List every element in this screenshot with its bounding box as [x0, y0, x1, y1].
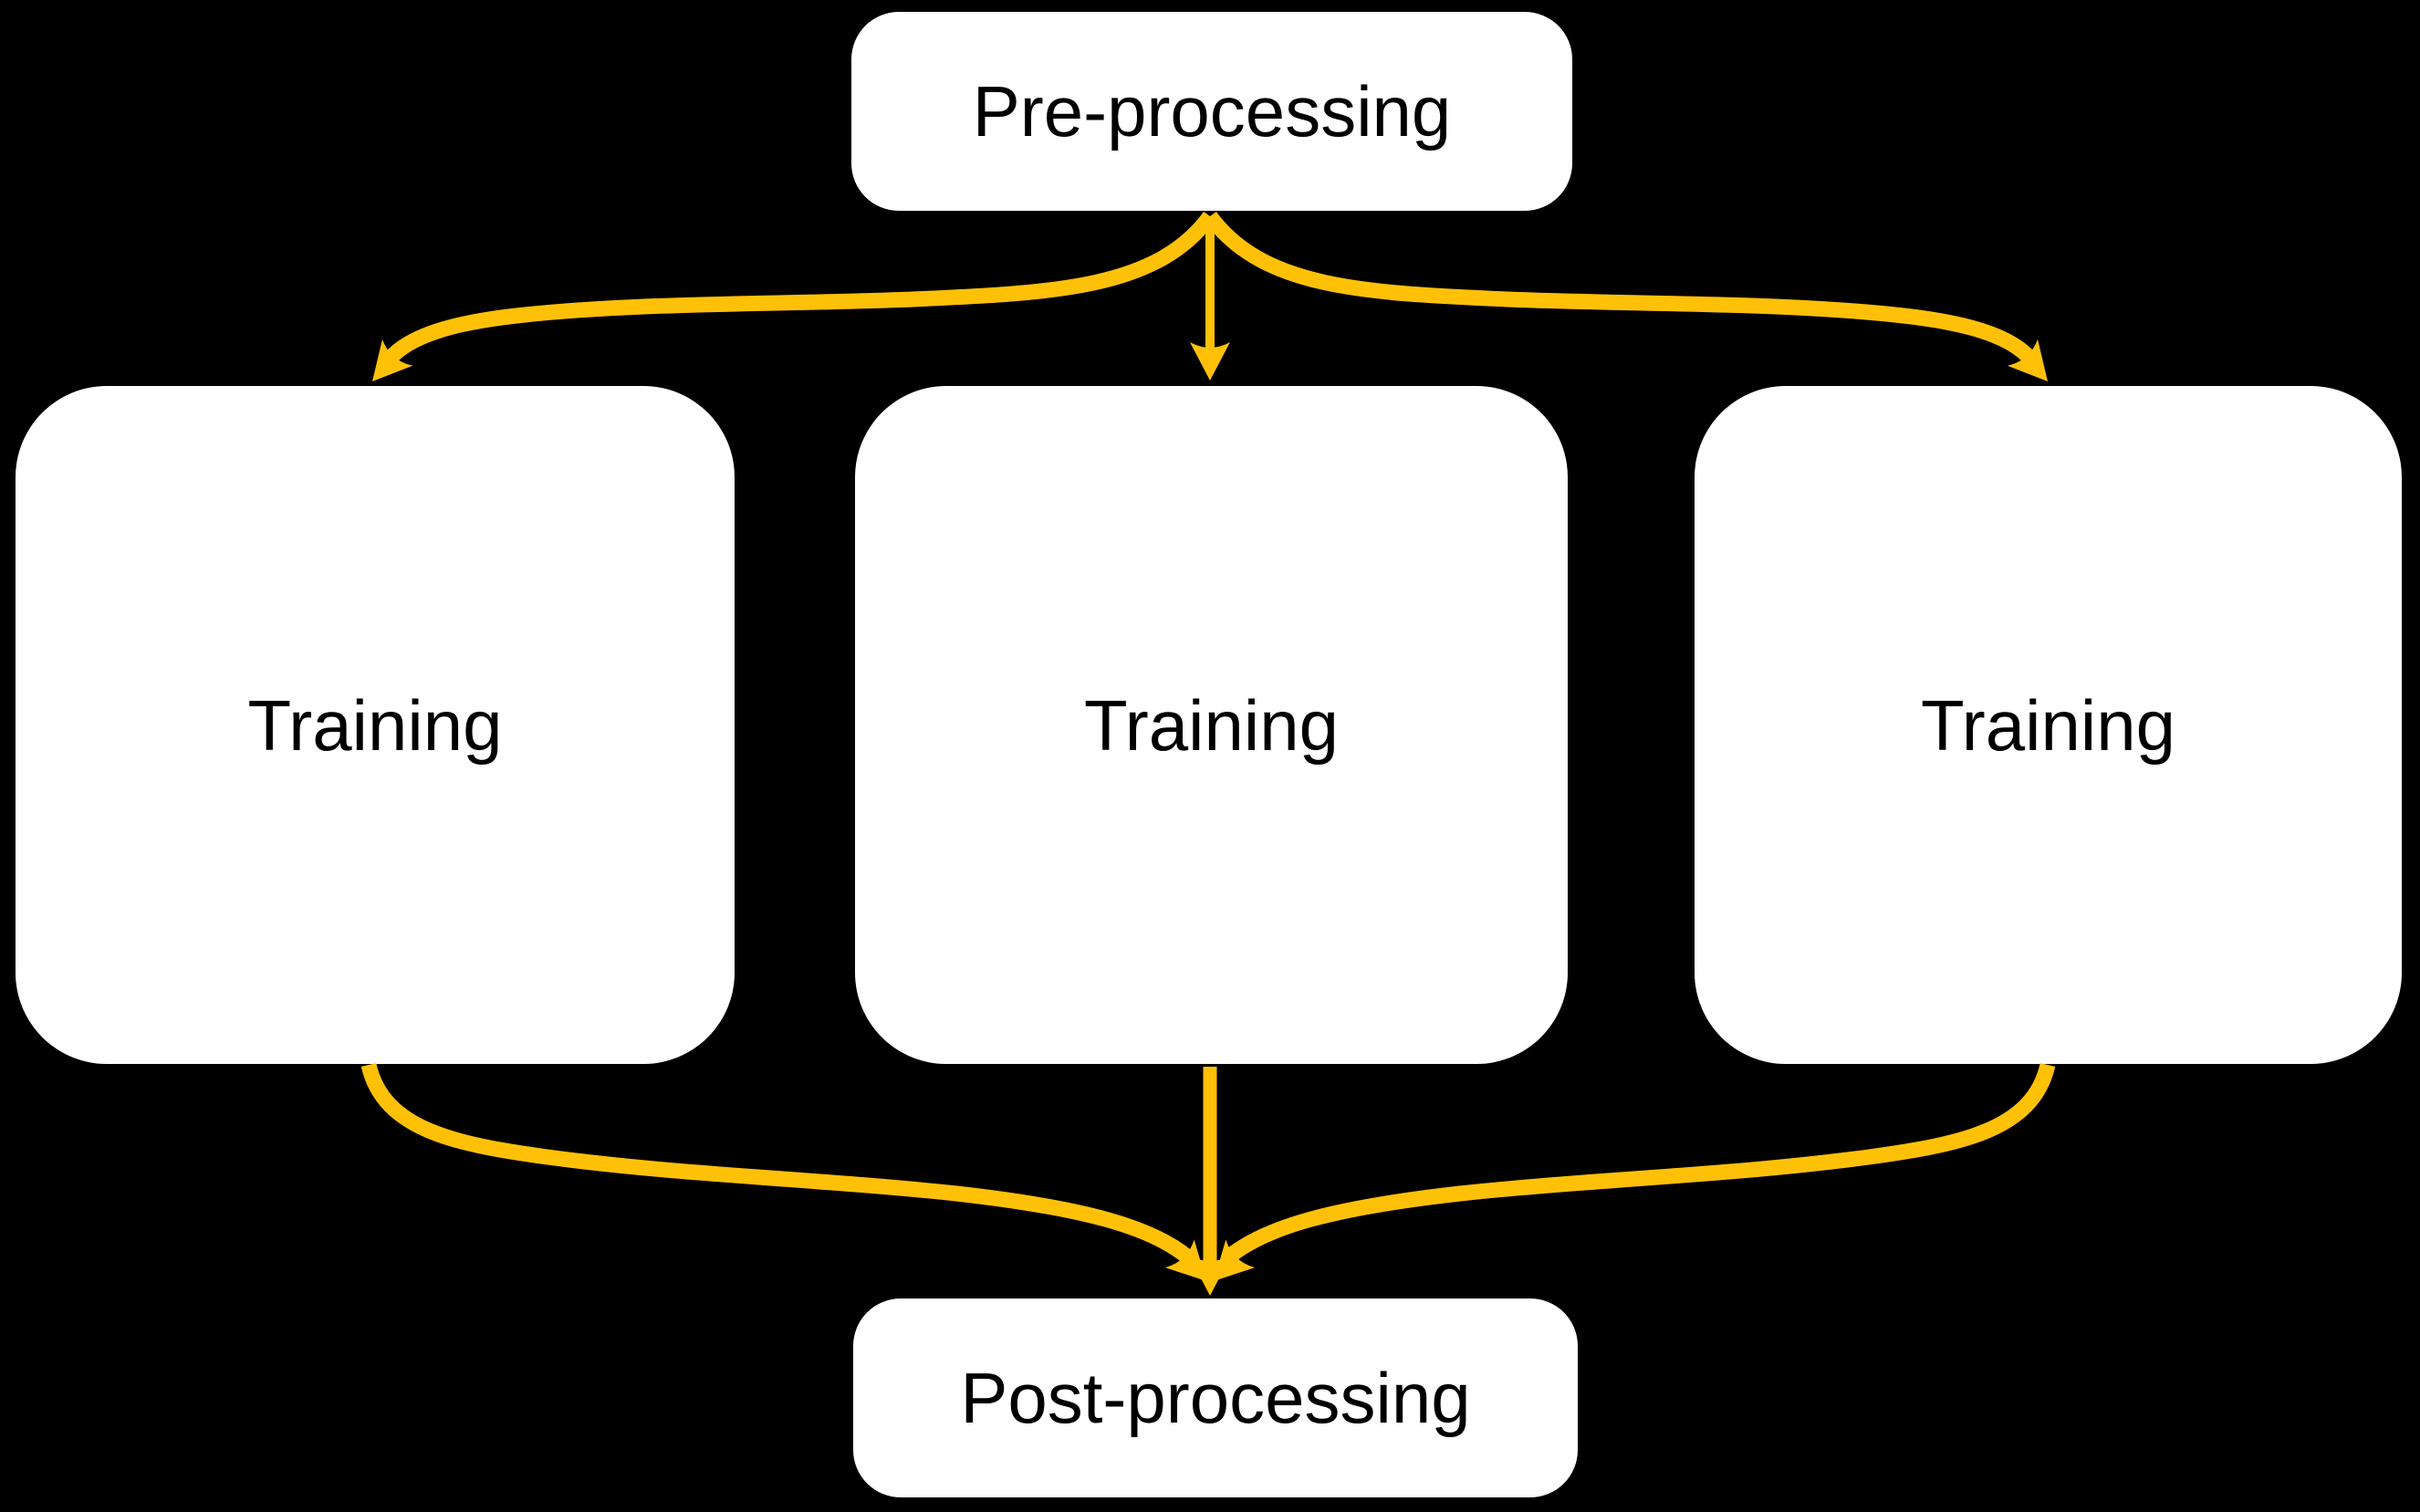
node-pre-processing: Pre-processing	[851, 12, 1572, 211]
arrowhead-post-from-left	[1164, 1239, 1206, 1281]
node-training-middle: Training	[855, 386, 1568, 1064]
node-training-right-label: Training	[1921, 684, 2175, 766]
arrow-training-right-to-post	[1223, 1062, 2056, 1264]
arrowhead-training-middle	[1190, 342, 1230, 381]
node-post-processing-label: Post-processing	[960, 1358, 1471, 1438]
node-post-processing: Post-processing	[853, 1298, 1578, 1497]
node-training-left: Training	[16, 386, 735, 1064]
arrowhead-post-from-middle	[1189, 1256, 1231, 1296]
arrowhead-post-from-right	[1214, 1239, 1256, 1281]
node-pre-processing-label: Pre-processing	[972, 71, 1452, 151]
arrow-pre-to-training-left	[386, 211, 1216, 362]
node-training-middle-label: Training	[1084, 684, 1339, 766]
arrow-training-left-to-post	[360, 1062, 1194, 1264]
node-training-right: Training	[1695, 386, 2402, 1064]
arrow-pre-to-training-right	[1204, 211, 2034, 362]
node-training-left-label: Training	[247, 684, 503, 766]
